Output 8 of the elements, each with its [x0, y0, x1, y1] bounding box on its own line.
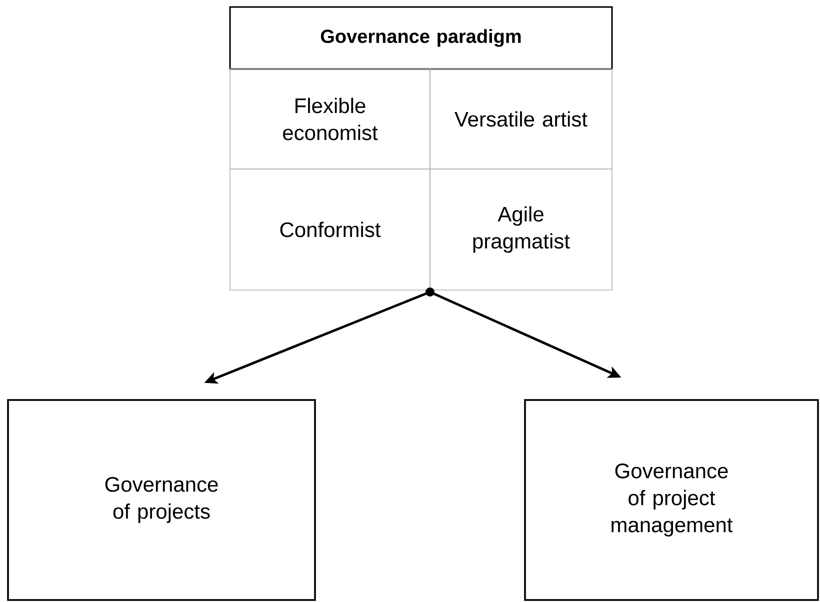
- process-box: Governance of project management: [524, 399, 819, 601]
- process-box: Governance of projects: [7, 399, 316, 601]
- table-cell: Versatile artist: [430, 68, 612, 170]
- header-box: Governance paradigm: [229, 6, 613, 70]
- table-cell: Flexible economist: [230, 68, 430, 170]
- junction-dot: [426, 288, 434, 296]
- table-cell: Conformist: [230, 168, 430, 290]
- table-cell: Agile pragmatist: [430, 168, 612, 290]
